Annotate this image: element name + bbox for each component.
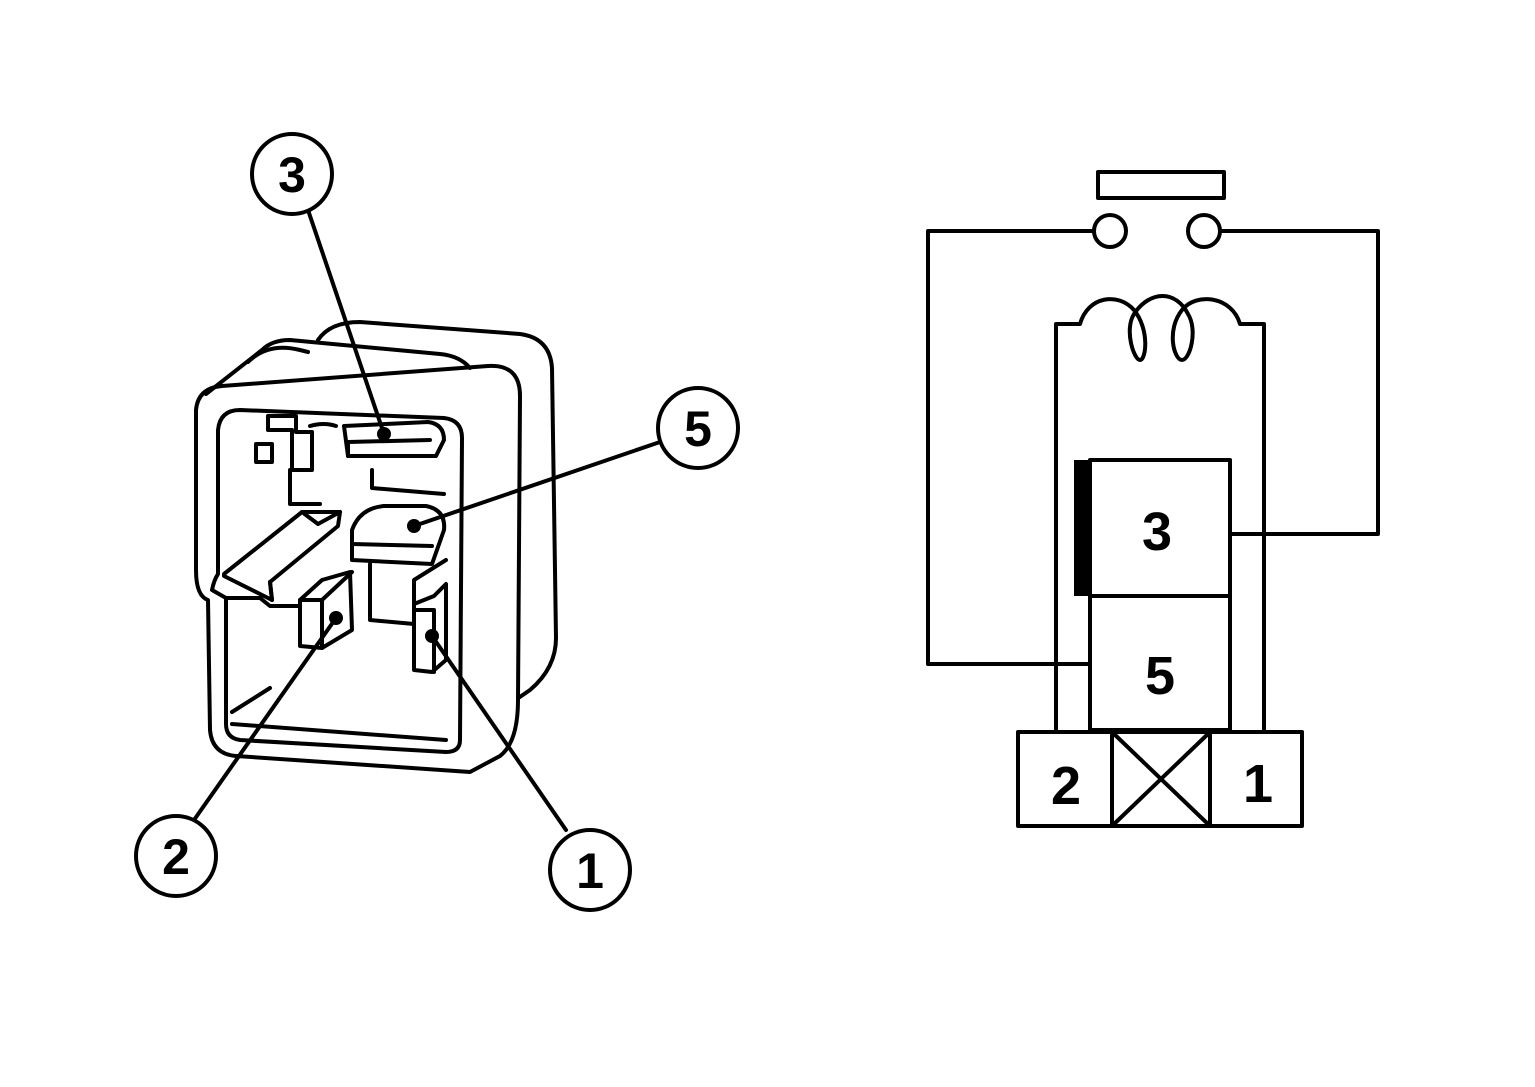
leader-dot-2	[329, 611, 343, 625]
callout-1: 1	[548, 828, 632, 912]
block-5-label: 5	[1145, 646, 1175, 706]
leader-dot-3	[377, 427, 391, 441]
block-3	[1088, 458, 1232, 598]
switch-contact-right	[1186, 213, 1222, 249]
terminal-2-label: 2	[1051, 756, 1081, 816]
callout-5-label: 5	[684, 401, 712, 457]
callout-1-label: 1	[576, 843, 604, 899]
block-5	[1088, 594, 1232, 732]
leader-dot-5	[407, 519, 421, 533]
callout-2: 2	[134, 814, 218, 898]
coil-icon	[1054, 294, 1266, 732]
callout-3: 3	[250, 132, 334, 216]
relay-body-illustration	[194, 320, 558, 774]
callout-3-label: 3	[278, 147, 306, 203]
terminal-1-label: 1	[1243, 754, 1273, 814]
relay-schematic: 3 5 2 1	[926, 170, 1380, 828]
switch-contact-left	[1092, 213, 1128, 249]
callout-2-label: 2	[162, 829, 190, 885]
block-3-label: 3	[1142, 502, 1172, 562]
leader-dot-1	[425, 629, 439, 643]
switch-contact-bar	[1096, 170, 1226, 200]
terminal-cross-icon	[1110, 730, 1212, 828]
switch-wire-loop	[926, 229, 1380, 666]
block-3-marker	[1074, 460, 1090, 596]
callout-5: 5	[656, 386, 740, 470]
terminal-1-box	[1208, 730, 1304, 828]
leader-lines	[192, 208, 662, 832]
